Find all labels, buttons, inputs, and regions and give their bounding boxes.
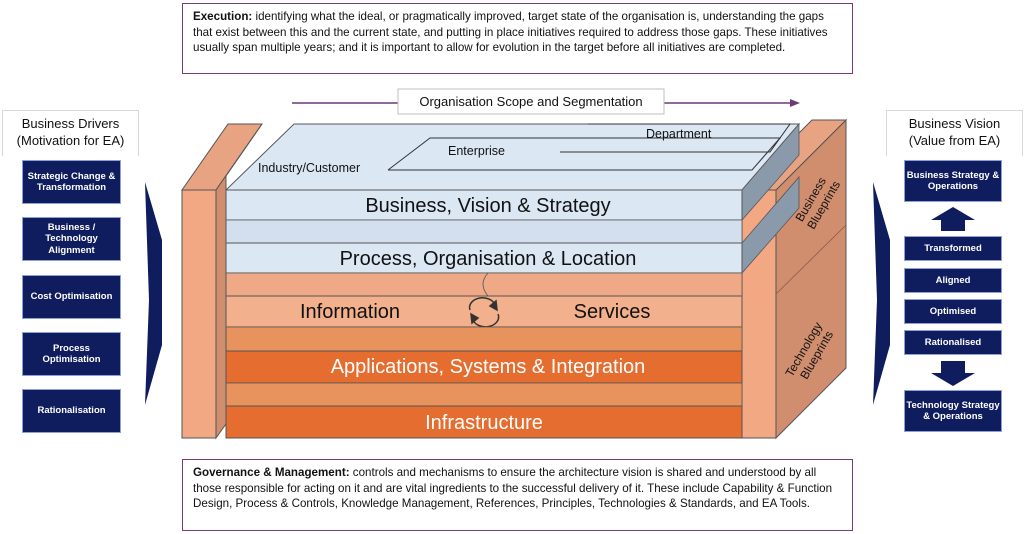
layer-applications	[225, 350, 743, 384]
up-arrow	[931, 207, 975, 231]
layer-process-label: Process, Organisation & Location	[340, 248, 637, 270]
vision-optimised: Optimised	[904, 299, 1002, 324]
layer-applications-label: Applications, Systems & Integration	[331, 356, 646, 378]
right-chevron-arrow	[873, 182, 890, 405]
scope-top-surface	[224, 123, 801, 191]
scope-label-box	[397, 88, 665, 115]
driver-cost-optimisation: Cost Optimisation	[22, 275, 121, 319]
scope-department: Department	[646, 127, 712, 141]
scope-enterprise: Enterprise	[448, 144, 505, 158]
scope-arrow-head	[790, 99, 800, 107]
layer-process	[225, 242, 743, 274]
governance-label: Governance & Management:	[193, 466, 350, 479]
driver-process-optimisation: Process Optimisation	[22, 332, 121, 376]
left-pillar-front	[181, 189, 217, 439]
layer-information-label: Information	[300, 301, 400, 323]
scope-title: Organisation Scope and Segmentation	[419, 94, 642, 109]
department-boundary	[560, 123, 791, 153]
governance-text: controls and mechanisms to ensure the ar…	[193, 466, 833, 510]
vision-title-line2: (Value from EA)	[908, 133, 1001, 148]
left-chevron-arrow	[145, 182, 162, 405]
scope-industry: Industry/Customer	[258, 161, 360, 175]
driver-alignment: Business / Technology Alignment	[22, 217, 121, 261]
vision-transformed: Transformed	[904, 236, 1002, 261]
driver-rationalisation: Rationalisation	[22, 389, 121, 433]
layer-information-services	[225, 295, 743, 328]
drivers-title-line2: (Motivation for EA)	[16, 133, 125, 148]
vision-business-strategy: Business Strategy & Operations	[904, 160, 1002, 202]
vision-title-line1: Business Vision	[908, 116, 1001, 131]
governance-note: Governance & Management: controls and me…	[182, 459, 853, 531]
drivers-title: Business Drivers (Motivation for EA)	[2, 110, 139, 156]
vision-rationalised: Rationalised	[904, 330, 1002, 355]
layer-business	[225, 189, 743, 221]
driver-strategic-change: Strategic Change & Transformation	[22, 160, 121, 204]
layer-infrastructure-label: Infrastructure	[425, 412, 543, 434]
execution-text: identifying what the ideal, or pragmatic…	[193, 10, 828, 54]
down-arrow	[931, 361, 975, 386]
layer-services-label: Services	[574, 301, 651, 323]
exchange-cycle-icon	[468, 297, 500, 328]
execution-label: Execution:	[193, 10, 253, 23]
vision-title: Business Vision (Value from EA)	[886, 110, 1023, 156]
vision-aligned: Aligned	[904, 268, 1002, 293]
drivers-title-line1: Business Drivers	[21, 116, 120, 131]
layer-business-label: Business, Vision & Strategy	[365, 195, 610, 217]
layer-infrastructure	[225, 405, 743, 439]
vision-technology-strategy: Technology Strategy & Operations	[904, 390, 1002, 432]
execution-note: Execution: identifying what the ideal, o…	[182, 3, 853, 74]
